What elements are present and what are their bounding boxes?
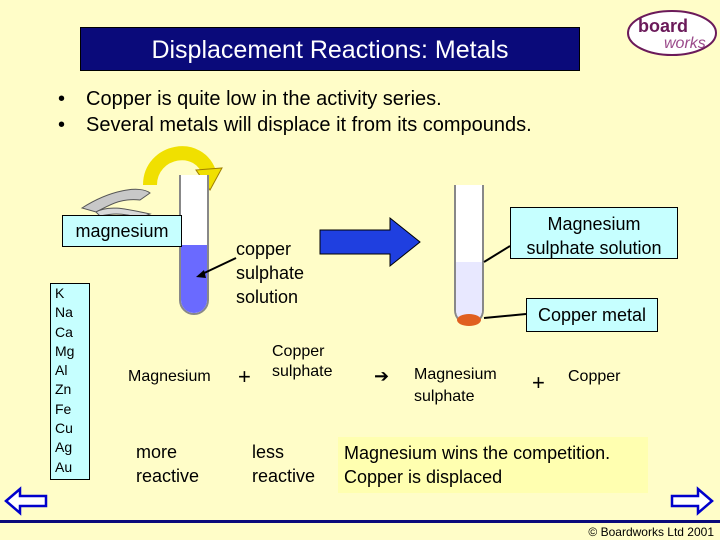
bullet-2: •Several metals will displace it from it… — [58, 114, 532, 136]
list-item: Fe — [55, 400, 72, 417]
copper-sulphate-solution-label: copper sulphate solution — [236, 239, 305, 307]
more-reactive-label: more reactive — [136, 442, 200, 486]
conclusion-box: Magnesium wins the competition. Copper i… — [338, 437, 648, 493]
eq-plus: + — [238, 364, 251, 389]
bullet-dot-icon: • — [58, 88, 66, 110]
list-item: Na — [55, 304, 73, 321]
eq-reactant-magnesium: Magnesium — [128, 368, 211, 385]
bullet-1: •Copper is quite low in the activity ser… — [58, 88, 442, 110]
eq-product-copper: Copper — [568, 368, 621, 385]
copyright-text: © Boardworks Ltd 2001 — [588, 525, 714, 539]
eq-plus: + — [532, 370, 545, 395]
previous-slide-button[interactable] — [4, 486, 48, 516]
magnesium-sulphate-solution-label: Magnesium sulphate solution — [510, 207, 678, 259]
magnesium-label: magnesium — [62, 215, 182, 247]
list-item: Mg — [55, 342, 75, 359]
curved-arrow-icon — [143, 146, 217, 186]
eq-reactant-copper-sulphate: Copper sulphate — [272, 343, 333, 380]
svg-text:board: board — [638, 16, 688, 36]
footer-divider — [0, 520, 720, 523]
list-item: Ca — [55, 323, 73, 340]
bullet-dot-icon: • — [58, 114, 66, 136]
list-item: Au — [55, 458, 73, 475]
list-item: Zn — [55, 381, 72, 398]
eq-arrow-icon: ➔ — [374, 366, 390, 386]
copper-metal-label: Copper metal — [526, 298, 658, 332]
list-item: Al — [55, 362, 68, 379]
page-title: Displacement Reactions: Metals — [80, 27, 580, 71]
magnesium-ribbon-icon — [80, 188, 151, 213]
list-item: K — [55, 285, 65, 301]
word-equation: Magnesium + Copper sulphate ➔ Magnesium … — [100, 343, 680, 408]
svg-text:works: works — [664, 35, 706, 52]
activity-series-list: K Na Ca Mg Al Zn Fe Cu Ag Au — [50, 283, 90, 480]
less-reactive-label: less reactive — [252, 442, 316, 486]
eq-product-magnesium-sulphate: Magnesium sulphate — [414, 366, 497, 405]
boardworks-logo: board works — [626, 8, 718, 58]
next-slide-button[interactable] — [670, 486, 714, 516]
reaction-arrow-icon — [319, 216, 421, 268]
arrow-right-icon — [670, 486, 714, 516]
arrow-left-icon — [4, 486, 48, 516]
list-item: Ag — [55, 439, 73, 456]
list-item: Cu — [55, 420, 73, 437]
